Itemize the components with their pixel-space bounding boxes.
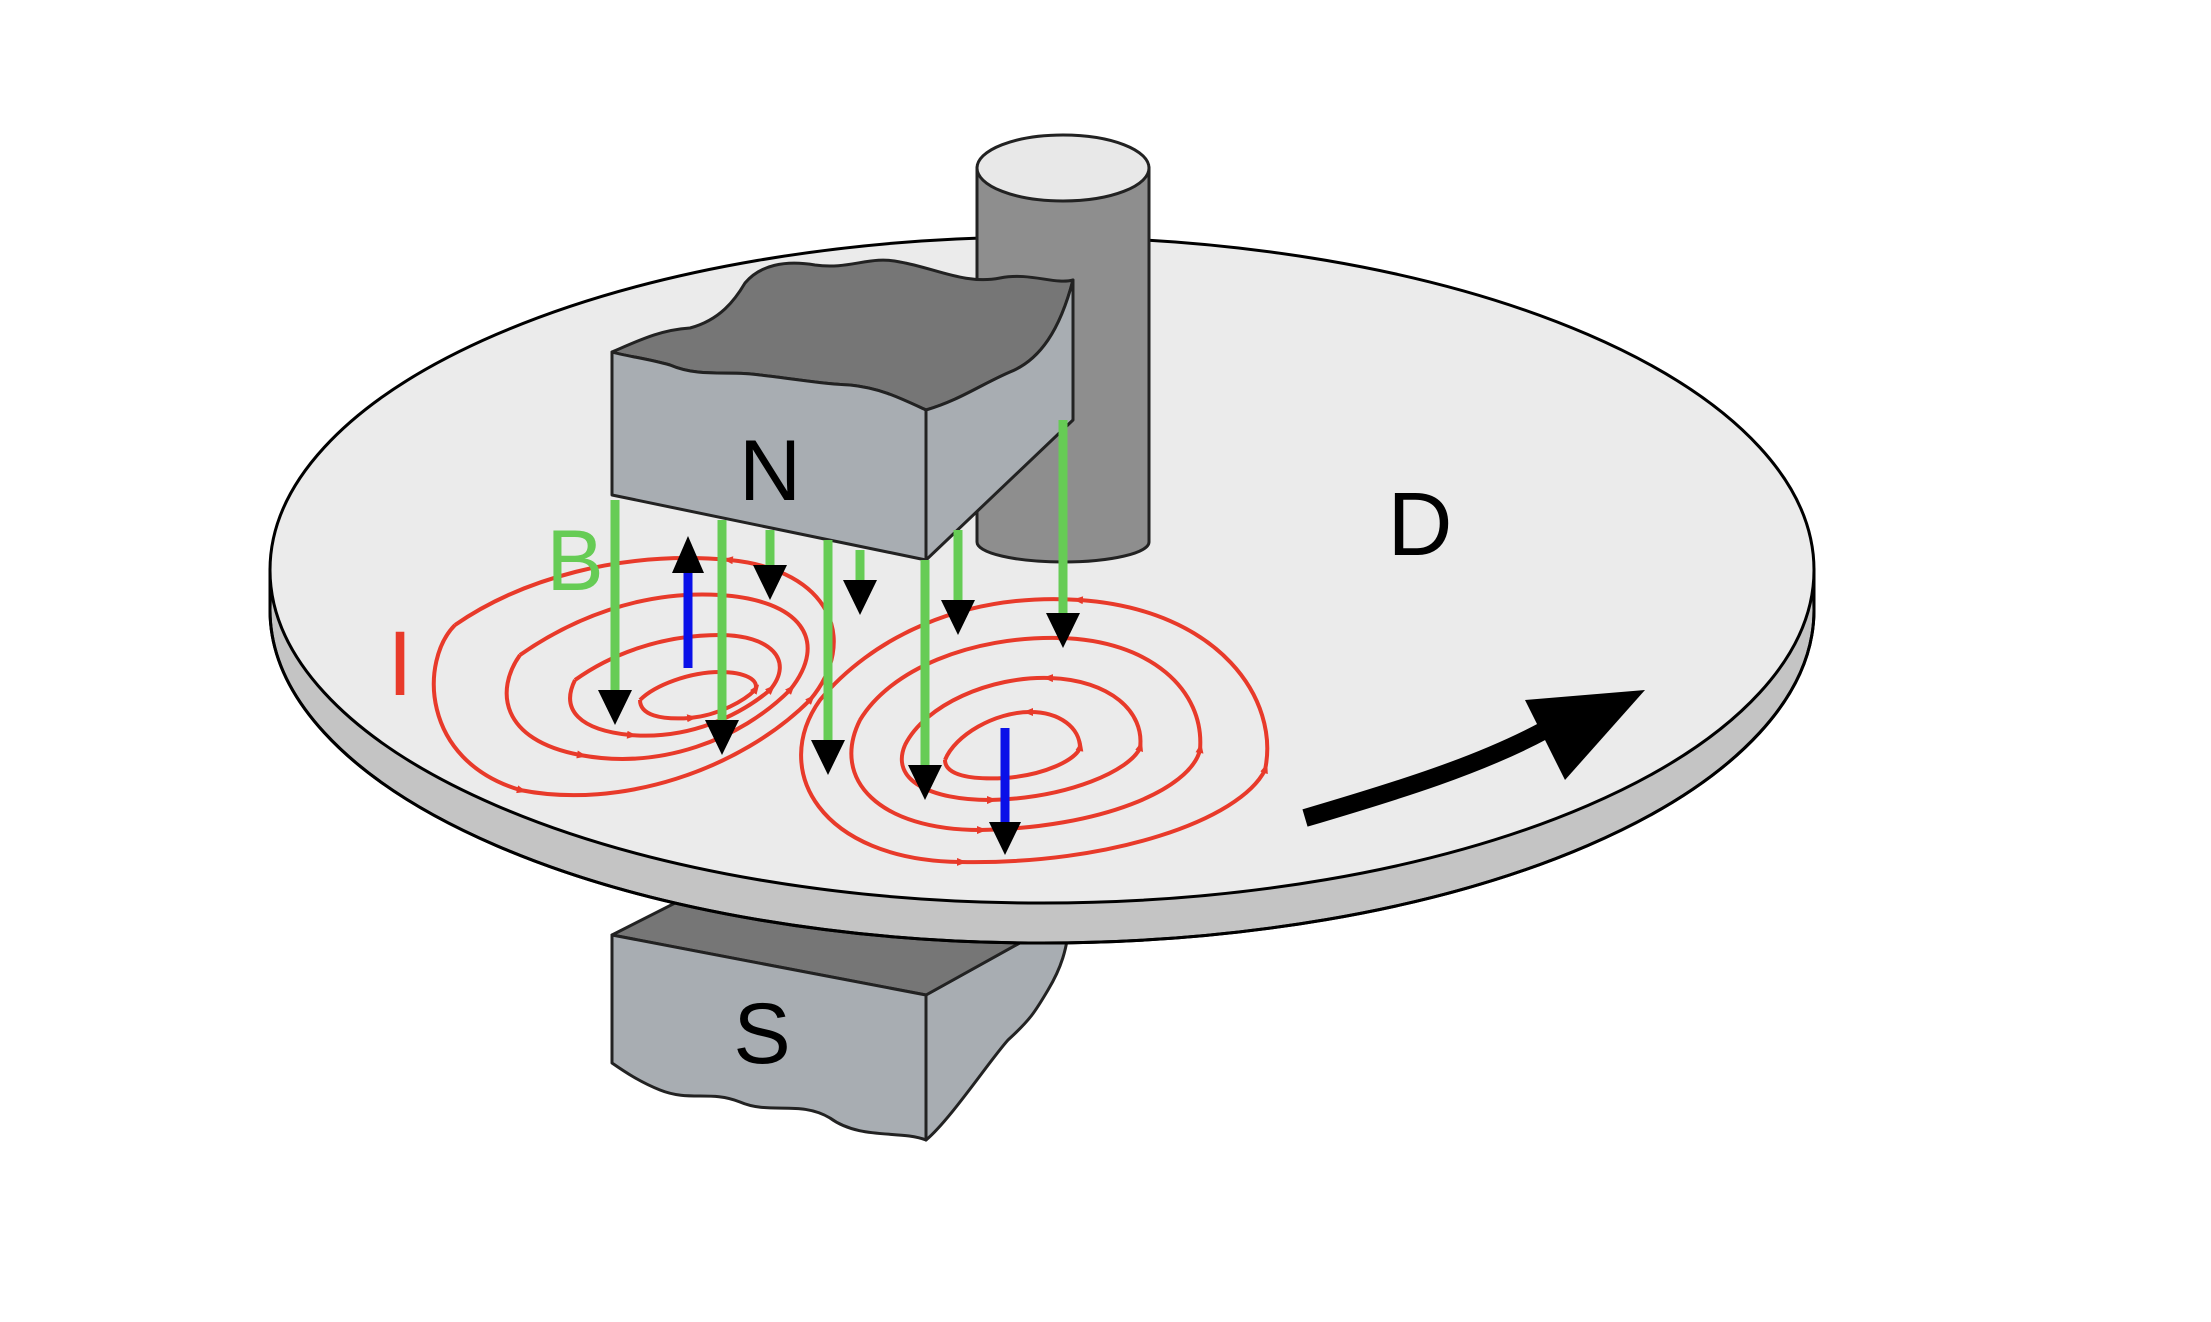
field-arrowheads [598, 565, 1080, 800]
arrow-up-icon [672, 536, 704, 573]
curved-arrow-icon [1302, 690, 1645, 827]
south-magnet-side [924, 913, 1072, 1142]
north-magnet: N [610, 258, 1075, 562]
rotation-arrow-shaft [1302, 722, 1550, 827]
disc-label: D [1388, 475, 1453, 575]
axle-top [975, 133, 1151, 203]
eddy-loop-right-1 [799, 596, 1270, 866]
south-magnet-front [610, 933, 928, 1142]
south-pole-label: S [733, 986, 790, 1082]
arrow-down-icon [1046, 613, 1080, 648]
arrow-down-icon [941, 600, 975, 635]
arrow-down-icon [705, 720, 739, 755]
arrow-down-icon [811, 740, 845, 775]
arrow-down-icon [753, 565, 787, 600]
field-lines [610, 420, 1068, 770]
eddy-loop-right-2 [849, 634, 1204, 835]
arrow-down-icon [989, 822, 1021, 855]
north-magnet-side [924, 278, 1075, 562]
north-magnet-front [610, 350, 928, 562]
force-vectors [672, 536, 1021, 855]
current-label: I [387, 613, 413, 715]
eddy-loop-left-3 [568, 631, 782, 739]
eddy-loop-left-2 [504, 591, 810, 761]
eddy-loop-right-3 [899, 674, 1144, 805]
rotation-arrow-head [1525, 690, 1645, 780]
eddy-currents [431, 556, 1270, 866]
arrow-down-icon [843, 580, 877, 615]
north-pole-label: N [739, 423, 801, 519]
arrow-down-icon [598, 690, 632, 725]
arrow-down-icon [908, 765, 942, 800]
field-label: B [546, 513, 603, 609]
eddy-loop-left-4 [638, 667, 760, 723]
eddy-loop-right-4 [943, 707, 1084, 783]
eddy-loop-left-1 [431, 556, 836, 798]
